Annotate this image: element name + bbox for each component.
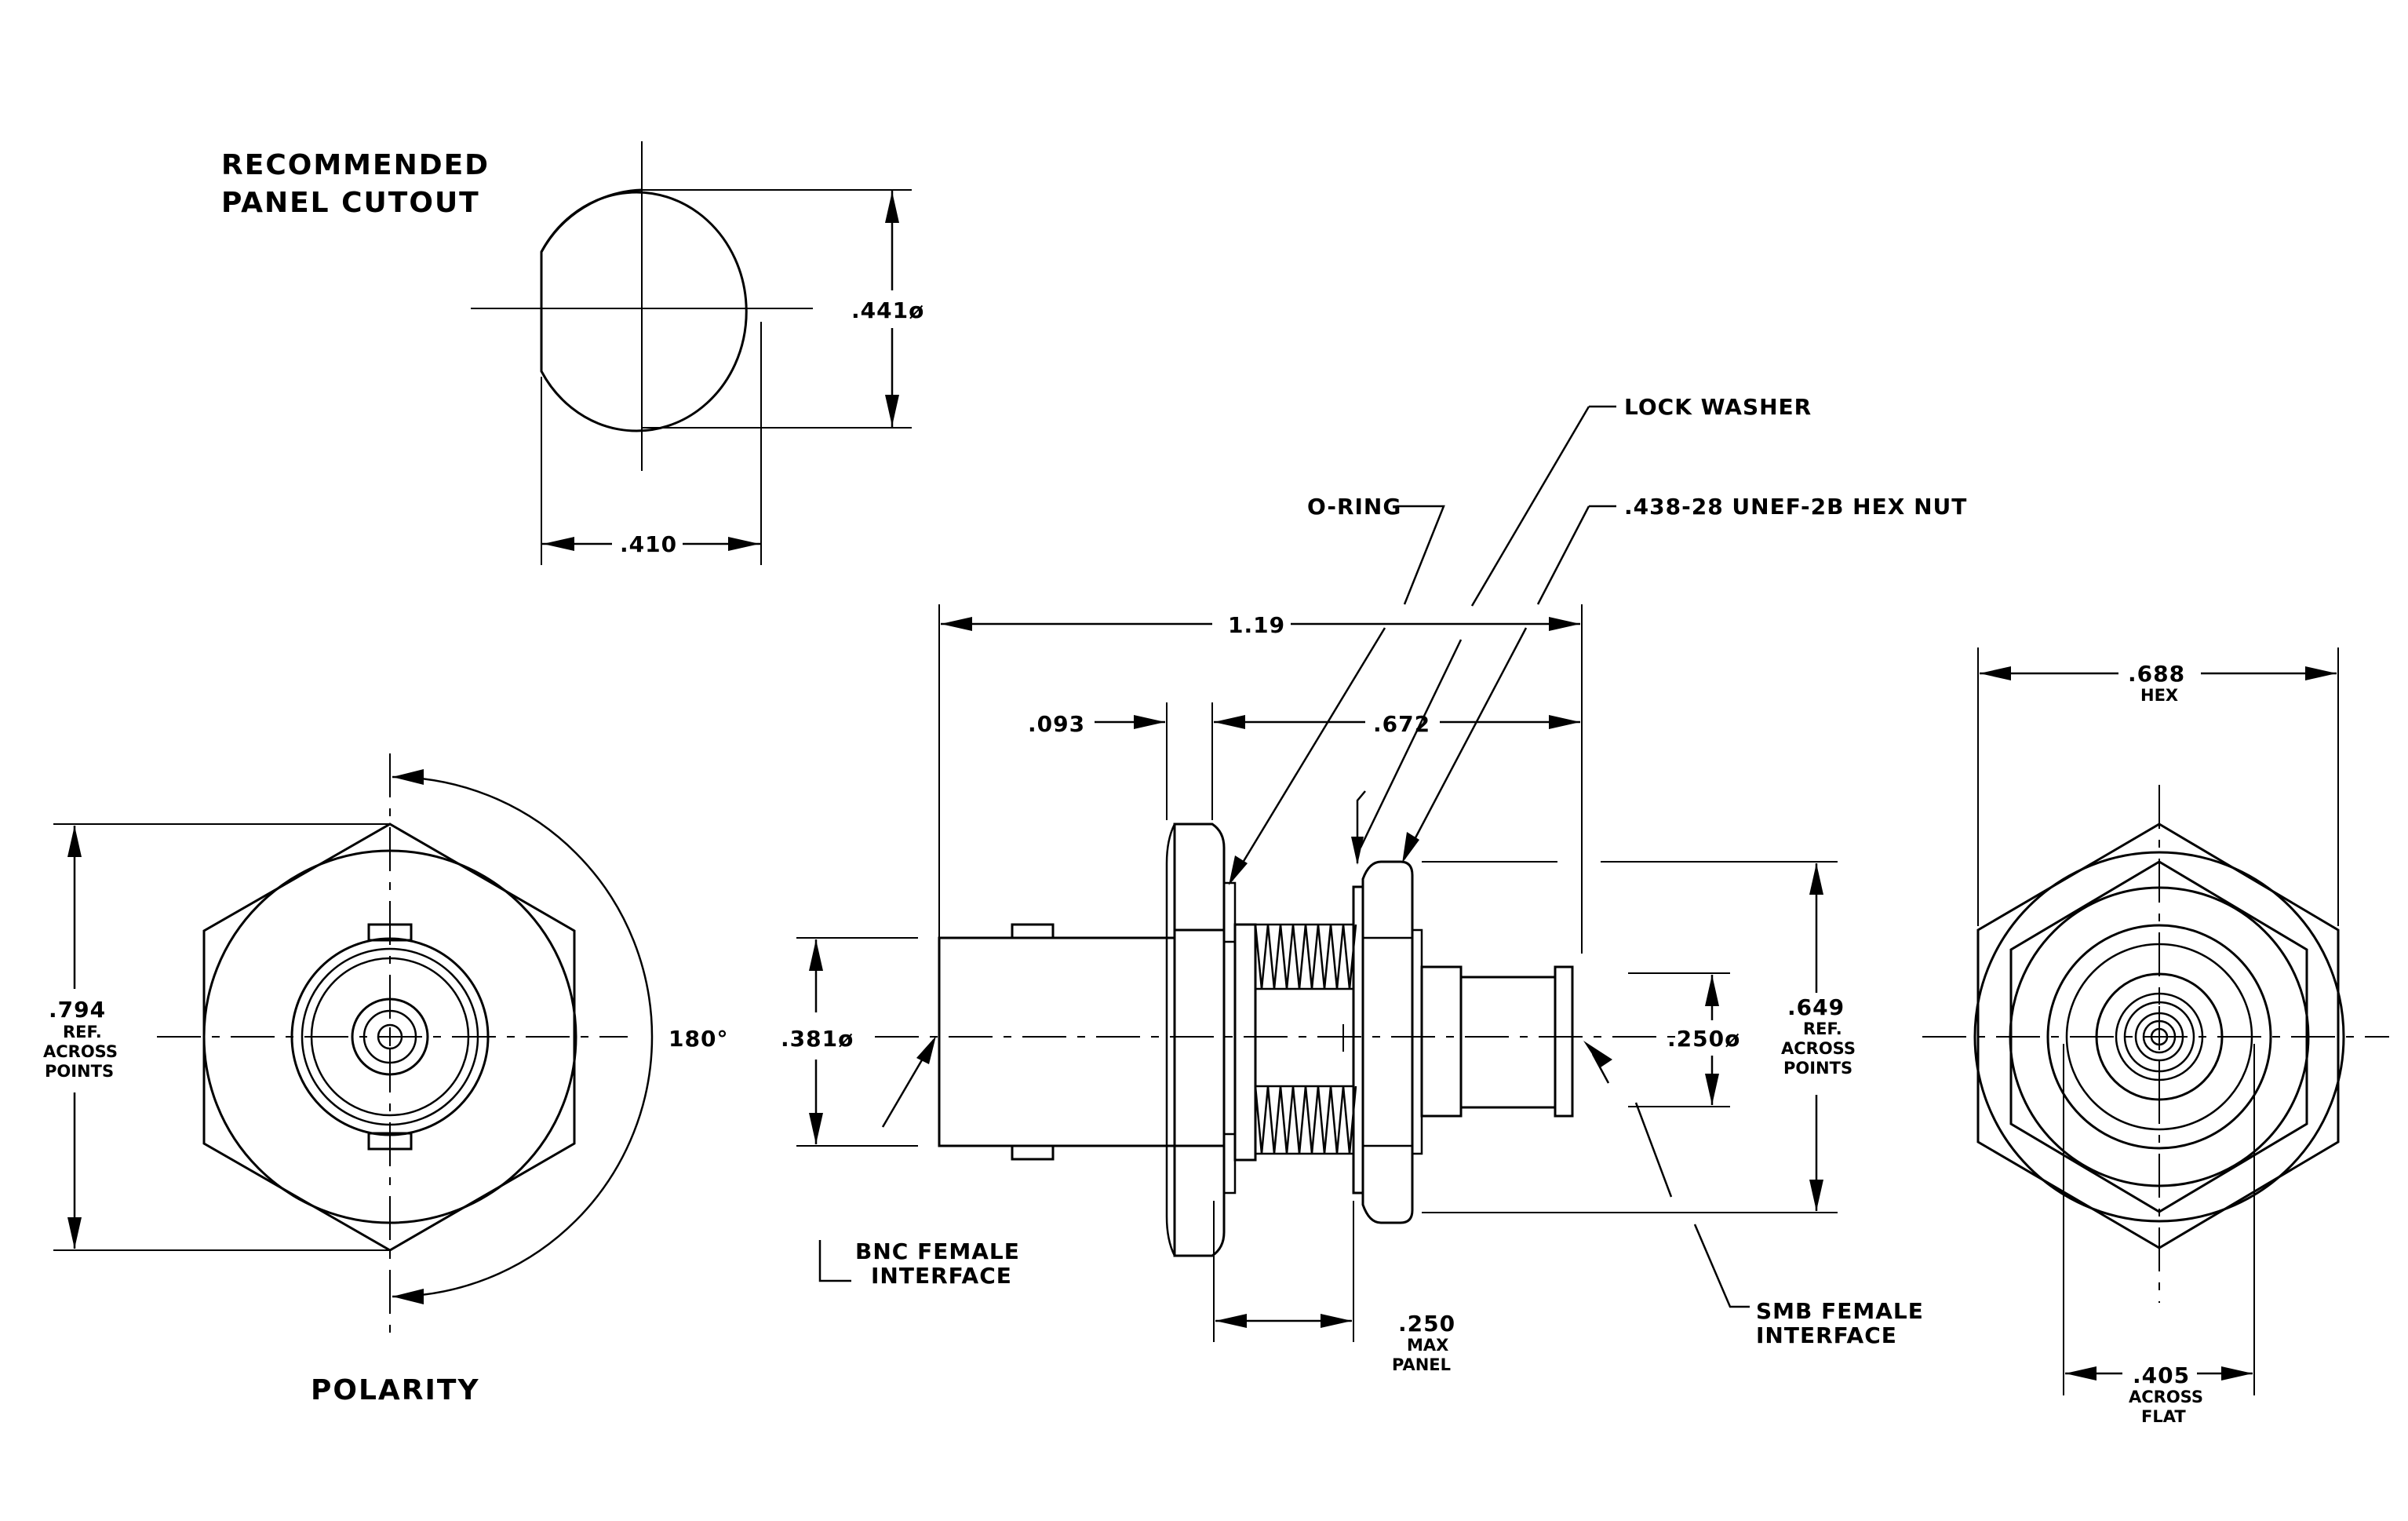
polarity-180-arc: [392, 775, 654, 1298]
hex-nut-label: .438-28 UNEF-2B HEX NUT: [1624, 494, 1967, 520]
panel-thickness-l2: PANEL: [1392, 1355, 1451, 1374]
polarity-across-value: .794: [49, 997, 106, 1023]
polarity-view: 180° .794 REF. ACROSS POINTS POLARITY: [43, 753, 728, 1406]
bnc-interface-l1: BNC FEMALE: [855, 1238, 1020, 1264]
thread-top: [1254, 923, 1357, 990]
polarity-title: POLARITY: [311, 1374, 480, 1406]
smb-collar: [1420, 965, 1463, 1118]
smb-interface-l2: INTERFACE: [1756, 1322, 1897, 1348]
smb-interface-leader: [1693, 1224, 1750, 1308]
cutout-width-dim: .410: [620, 531, 677, 557]
lock-washer-leader: [1470, 406, 1590, 607]
end-flat-l2: FLAT: [2141, 1407, 2186, 1426]
side-view: 1.19 .093 .672 .381ø .250ø: [781, 394, 1967, 1374]
smb-body: [1459, 976, 1557, 1109]
thread-length-dim: .672: [1373, 711, 1430, 737]
smb-tip: [1554, 965, 1574, 1118]
end-view: .688 HEX .405 ACROSS FLAT: [1922, 647, 2389, 1426]
smb-diameter-dim: .250ø: [1667, 1026, 1740, 1052]
polarity-across-l3: POINTS: [45, 1062, 114, 1081]
cutout-outline-fix: [540, 188, 643, 253]
cutout-diameter-dim: .441ø: [851, 297, 924, 323]
o-ring-leader: [1230, 627, 1386, 881]
end-flange-circle: [1973, 851, 2345, 1223]
panel-thickness-l1: MAX: [1407, 1336, 1448, 1355]
nut-across-l3: POINTS: [1783, 1059, 1852, 1078]
lock-washer-label: LOCK WASHER: [1624, 394, 1812, 420]
end-flat-value: .405: [2133, 1362, 2190, 1388]
hex-nut-leader: [1403, 627, 1528, 859]
bnc-interface-l2: INTERFACE: [871, 1263, 1012, 1289]
end-hex-value: .688: [2128, 661, 2185, 687]
cutout-title-line2: PANEL CUTOUT: [221, 187, 480, 219]
cutout-title-line1: RECOMMENDED: [221, 149, 490, 181]
bnc-stud-top: [1011, 923, 1055, 939]
nut-across-l1: REF.: [1803, 1019, 1842, 1038]
shank-collar: [1233, 923, 1257, 1162]
bnc-body: [938, 936, 1176, 1147]
polarity-across-l2: ACROSS: [43, 1042, 118, 1061]
o-ring-label: O-RING: [1307, 494, 1401, 520]
panel-thickness-value: .250: [1398, 1311, 1455, 1337]
hex-nut: [1361, 860, 1414, 1224]
polarity-across-l1: REF.: [63, 1023, 102, 1041]
thread-bottom: [1254, 1085, 1357, 1155]
flange-thickness-dim: .093: [1028, 711, 1085, 737]
bnc-stud-bottom: [1011, 1144, 1055, 1161]
polarity-angle-label: 180°: [668, 1026, 728, 1052]
nut-across-value: .649: [1787, 994, 1845, 1020]
bnc-interface-leader: [818, 1240, 851, 1282]
nut-across-l2: ACROSS: [1781, 1039, 1856, 1058]
flange-hex: [1173, 823, 1226, 1257]
bnc-diameter-dim: .381ø: [781, 1026, 854, 1052]
cutout-outline: [540, 191, 748, 432]
panel-cutout-view: RECOMMENDED PANEL CUTOUT .441ø .410: [221, 141, 924, 565]
overall-length-dim: 1.19: [1228, 612, 1285, 638]
smb-interface-l1: SMB FEMALE: [1756, 1298, 1924, 1324]
end-hex-label: HEX: [2140, 686, 2178, 705]
end-flat-l1: ACROSS: [2129, 1388, 2203, 1406]
